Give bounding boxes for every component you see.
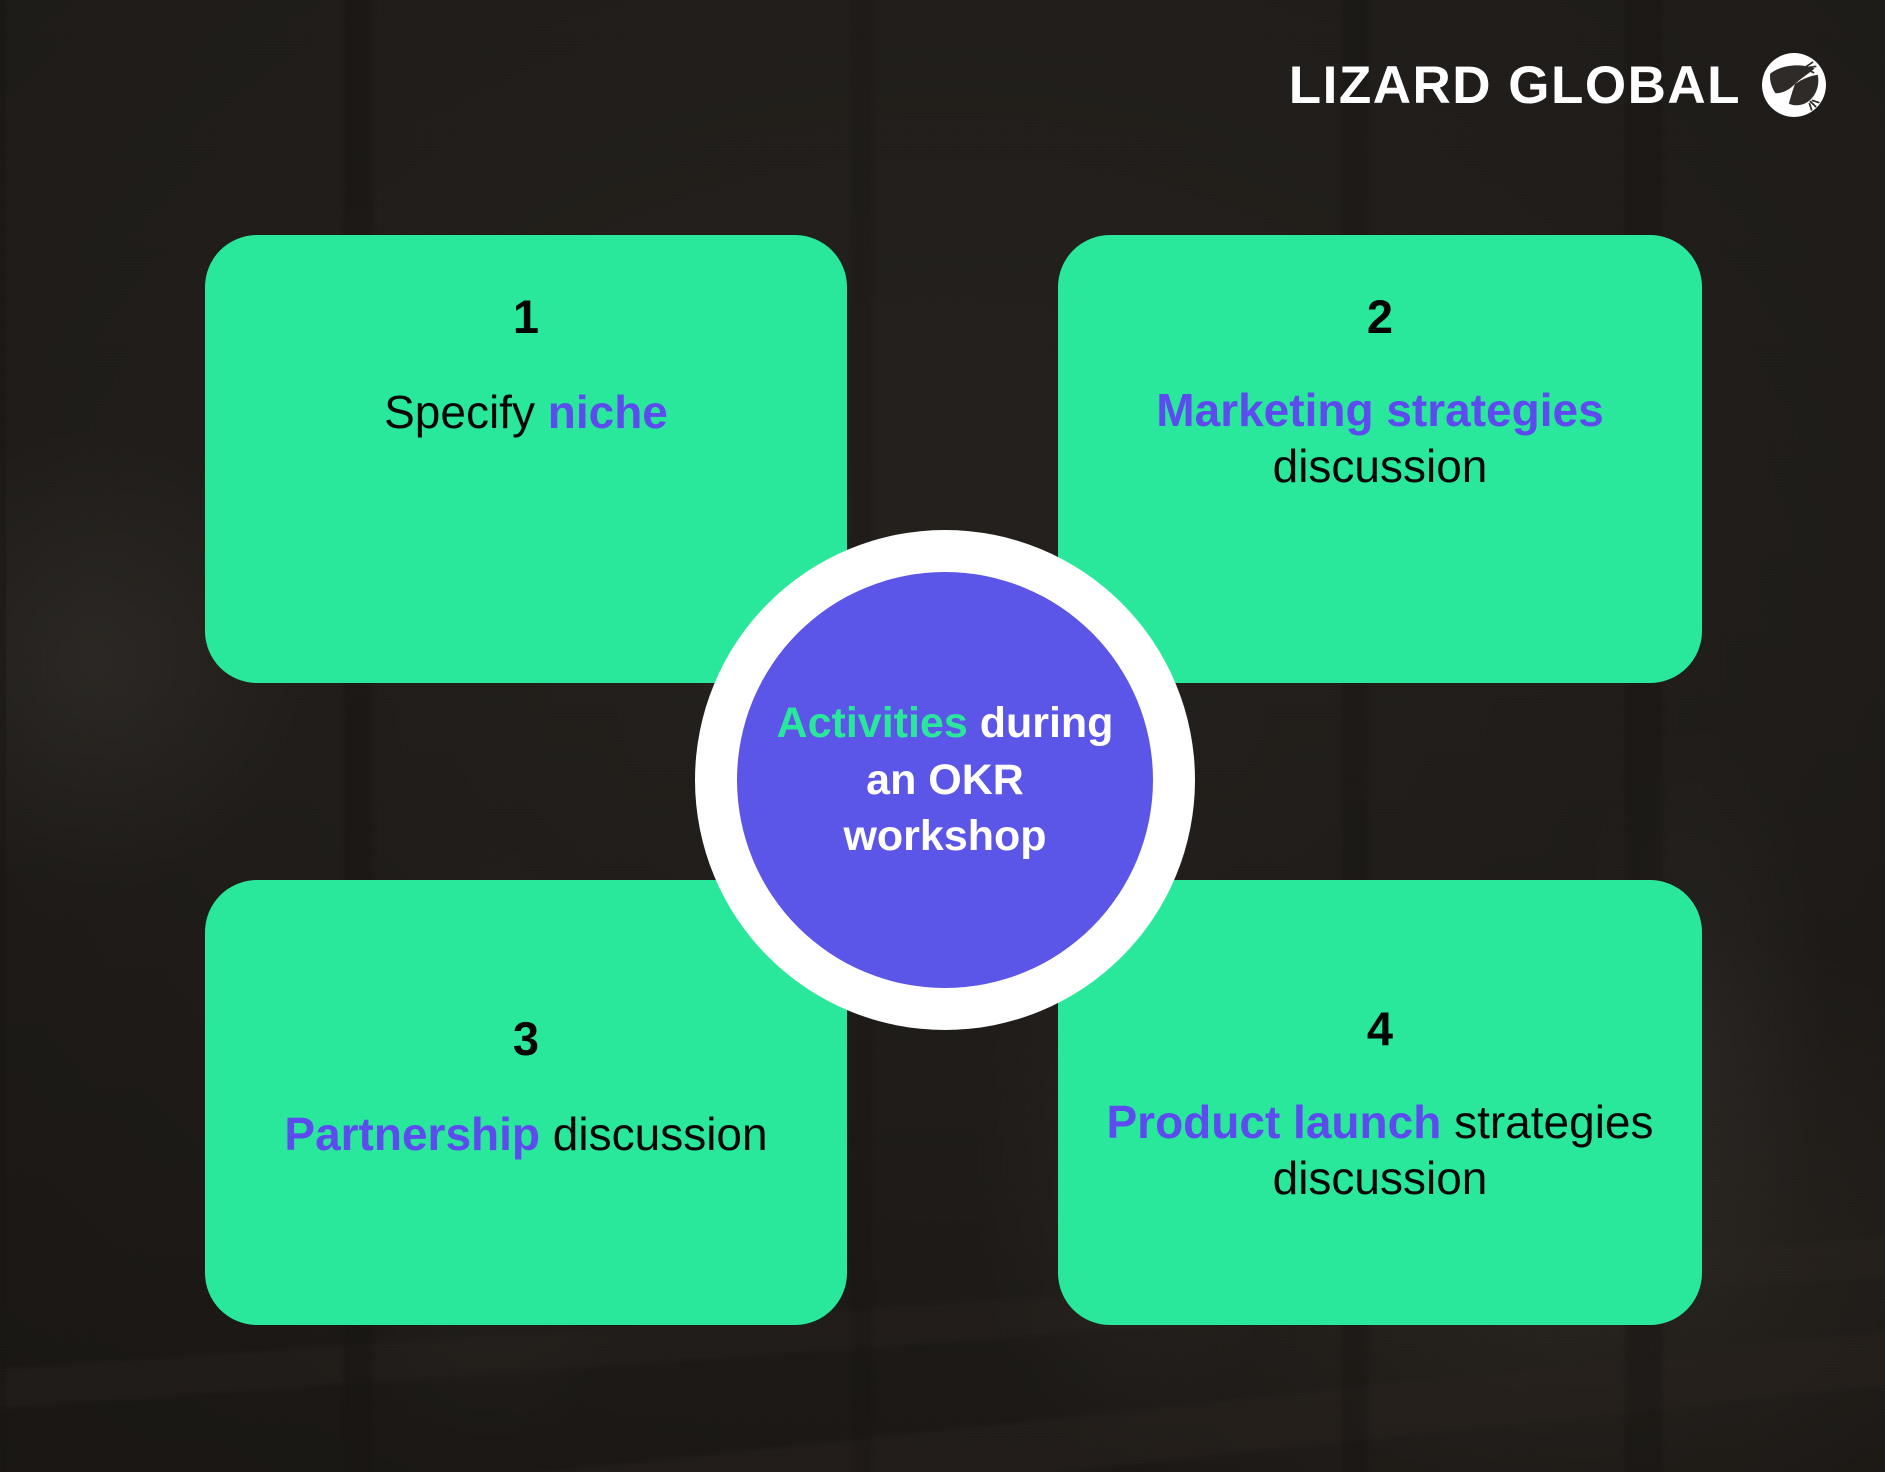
step-label-lead: Specify bbox=[384, 386, 548, 438]
center-hub: Activities during an OKR workshop bbox=[695, 530, 1195, 1030]
step-number: 1 bbox=[512, 290, 540, 343]
step-label: Specify niche bbox=[384, 384, 668, 440]
lizard-circle-icon bbox=[1761, 52, 1827, 118]
step-label-highlight: Partnership bbox=[284, 1108, 541, 1160]
step-number: 3 bbox=[512, 1012, 540, 1065]
step-label: Marketing strategies discussion bbox=[1058, 382, 1702, 494]
step-label-trail: strategies discussion bbox=[1272, 1096, 1654, 1205]
center-hub-title: Activities during an OKR workshop bbox=[737, 695, 1153, 865]
step-label-trail: discussion bbox=[1272, 440, 1488, 493]
step-label: Partnership discussion bbox=[284, 1106, 767, 1162]
step-label-highlight: Product launch bbox=[1106, 1096, 1442, 1148]
brand-logo: LIZARD GLOBAL bbox=[1289, 52, 1827, 118]
step-card-1[interactable]: 1 Specify niche bbox=[205, 235, 847, 683]
step-card-2[interactable]: 2 Marketing strategies discussion bbox=[1058, 235, 1702, 683]
step-card-4[interactable]: 4 Product launch strategies discussion bbox=[1058, 880, 1702, 1325]
brand-name: LIZARD GLOBAL bbox=[1288, 55, 1741, 115]
step-card-3[interactable]: 3 Partnership discussion bbox=[205, 880, 847, 1325]
step-label-trail: discussion bbox=[540, 1108, 768, 1160]
center-hub-title-highlight: Activities bbox=[776, 698, 968, 747]
step-label: Product launch strategies discussion bbox=[1058, 1094, 1702, 1206]
step-number: 4 bbox=[1366, 1002, 1394, 1055]
step-label-highlight: Marketing strategies bbox=[1156, 384, 1604, 436]
step-number: 2 bbox=[1366, 290, 1394, 343]
center-hub-disc: Activities during an OKR workshop bbox=[737, 572, 1153, 988]
center-hub-title-rest: during an OKR workshop bbox=[843, 698, 1114, 861]
step-label-highlight: niche bbox=[547, 386, 668, 438]
